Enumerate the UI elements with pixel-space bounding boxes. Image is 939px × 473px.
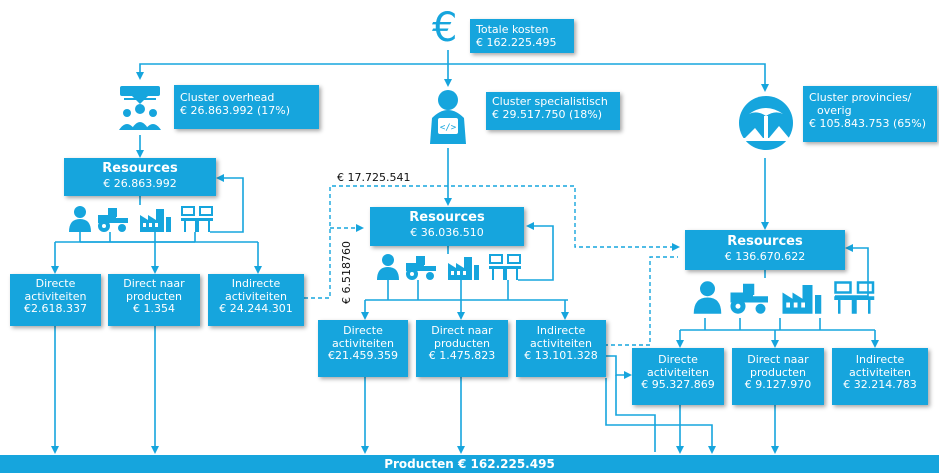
feedback-loop-2 bbox=[518, 222, 554, 281]
activity-value: € 32.214.783 bbox=[843, 378, 917, 391]
activity-line1: Directe bbox=[343, 324, 383, 337]
activity-line1: Direct naar bbox=[123, 277, 185, 290]
activity-line1: Indirecte bbox=[231, 277, 281, 290]
person-icon bbox=[374, 253, 402, 285]
activity-line2: producten bbox=[125, 289, 183, 303]
euro-icon: € bbox=[432, 5, 458, 51]
activity-line2: producten bbox=[749, 365, 807, 379]
activity-value: € 1.354 bbox=[133, 302, 175, 315]
activity-box-c1-indirect: Indirecte activiteiten € 24.244.301 bbox=[208, 274, 304, 326]
dashed-indirect-c2-to-c3 bbox=[604, 256, 678, 346]
resource-icons-overhead bbox=[66, 205, 216, 232]
activity-line2: producten bbox=[433, 336, 491, 350]
feedback-loop-3 bbox=[835, 244, 869, 297]
activity-value: €2.618.337 bbox=[24, 302, 87, 315]
developer-person-icon: </> bbox=[430, 90, 466, 144]
tractor-icon bbox=[728, 280, 771, 320]
person-icon bbox=[690, 280, 725, 320]
total-costs-value: € 162.225.495 bbox=[476, 36, 557, 49]
resources-box-specialist: Resources € 36.036.510 bbox=[370, 207, 524, 246]
tractor-icon bbox=[96, 205, 130, 237]
feedback-loop-1 bbox=[210, 174, 244, 233]
cluster-overhead-value: € 26.863.992 (17%) bbox=[180, 104, 291, 117]
resources-title: Resources bbox=[727, 234, 803, 249]
activity-line1: Direct naar bbox=[747, 353, 809, 366]
activity-value: € 95.327.869 bbox=[641, 378, 715, 391]
activity-box-c1-product: Direct naar producten € 1.354 bbox=[108, 274, 200, 326]
connector-c2-indirect-to-products bbox=[605, 378, 716, 454]
dashed-indirect-c1-to-c3 bbox=[304, 185, 680, 299]
cluster-provincies-label-2: overig bbox=[817, 104, 852, 117]
activity-line1: Indirecte bbox=[855, 353, 905, 366]
total-costs-label: Totale kosten bbox=[476, 23, 549, 36]
nature-scene-icon bbox=[739, 96, 793, 150]
resource-icons-specialist bbox=[374, 253, 524, 280]
office-desk-icon bbox=[180, 205, 214, 237]
cluster-provincies-box: Cluster provincies/ overig € 105.843.753… bbox=[803, 86, 937, 142]
flow-label-vertical: € 6.518760 bbox=[340, 241, 353, 304]
activity-box-c2-indirect: Indirecte activiteiten € 13.101.328 bbox=[516, 320, 606, 377]
activity-box-c2-product: Direct naar producten € 1.475.823 bbox=[416, 320, 508, 377]
cluster-specialist-value: € 29.517.750 (18%) bbox=[492, 108, 603, 121]
activity-box-c1-direct: Directe activiteiten €2.618.337 bbox=[10, 274, 101, 326]
connector-bracket bbox=[615, 375, 656, 452]
svg-text:</>: </> bbox=[440, 123, 457, 133]
resources-value: € 26.863.992 bbox=[103, 177, 177, 190]
cluster-overhead-label: Cluster overhead bbox=[180, 91, 275, 104]
resources-value: € 36.036.510 bbox=[410, 226, 484, 239]
resources-title: Resources bbox=[409, 210, 485, 225]
office-desk-icon bbox=[833, 280, 876, 320]
activity-value: € 13.101.328 bbox=[524, 349, 598, 362]
connector-total-to-overhead bbox=[136, 63, 448, 80]
factory-icon bbox=[446, 253, 480, 285]
resources-value: € 136.670.622 bbox=[724, 250, 806, 263]
activity-value: € 24.244.301 bbox=[219, 302, 293, 315]
cluster-specialist-box: Cluster specialistisch € 29.517.750 (18%… bbox=[486, 92, 620, 130]
office-desk-icon bbox=[488, 253, 522, 285]
activity-line2: activiteiten bbox=[225, 289, 287, 303]
cluster-overhead-box: Cluster overhead € 26.863.992 (17%) bbox=[174, 85, 319, 129]
activity-line2: activiteiten bbox=[530, 336, 592, 350]
resources-box-overhead: Resources € 26.863.992 bbox=[64, 158, 216, 196]
activity-line1: Indirecte bbox=[536, 324, 586, 337]
resources-title: Resources bbox=[102, 161, 178, 176]
factory-icon bbox=[138, 205, 172, 237]
factory-icon bbox=[780, 280, 823, 320]
products-bar: Producten € 162.225.495 bbox=[0, 455, 939, 473]
total-costs-box: Totale kosten € 162.225.495 bbox=[470, 19, 574, 53]
activity-line2: activiteiten bbox=[24, 289, 87, 303]
connector-c2-indirect-to-c3-direct bbox=[606, 355, 632, 379]
activity-value: € 1.475.823 bbox=[428, 349, 496, 362]
resources-box-provincies: Resources € 136.670.622 bbox=[685, 230, 845, 270]
activity-value: € 9.127.970 bbox=[744, 378, 812, 391]
activity-box-c3-direct: Directe activiteiten € 95.327.869 bbox=[632, 348, 724, 405]
activity-line2: activiteiten bbox=[849, 365, 911, 379]
cluster-specialist-label: Cluster specialistisch bbox=[492, 95, 608, 108]
activity-line1: Direct naar bbox=[431, 324, 493, 337]
flow-label-top: € 17.725.541 bbox=[337, 171, 411, 184]
cluster-provincies-value: € 105.843.753 (65%) bbox=[809, 117, 927, 130]
people-meeting-icon bbox=[119, 86, 161, 130]
activity-value: €21.459.359 bbox=[328, 349, 398, 362]
activity-line1: Directe bbox=[658, 353, 698, 366]
activity-line2: activiteiten bbox=[647, 365, 709, 379]
cluster-provincies-label-1: Cluster provincies/ bbox=[809, 91, 912, 104]
resource-icons-provincies bbox=[690, 280, 874, 320]
person-icon bbox=[66, 205, 94, 237]
activity-box-c3-indirect: Indirecte activiteiten € 32.214.783 bbox=[832, 348, 928, 405]
tractor-icon bbox=[404, 253, 438, 285]
activity-box-c2-direct: Directe activiteiten €21.459.359 bbox=[318, 320, 408, 377]
activity-line1: Directe bbox=[35, 277, 76, 290]
connector-total-to-provincies bbox=[448, 63, 769, 92]
activity-line2: activiteiten bbox=[332, 336, 394, 350]
activity-box-c3-product: Direct naar producten € 9.127.970 bbox=[732, 348, 824, 405]
